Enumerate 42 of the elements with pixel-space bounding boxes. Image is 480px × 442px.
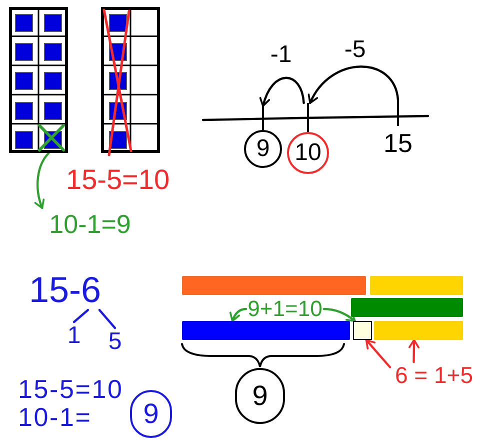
circled-number: 9 xyxy=(244,130,282,168)
number: 1 xyxy=(64,322,84,350)
circled-number: 10 xyxy=(287,132,329,174)
branch-line xyxy=(98,308,116,330)
counter xyxy=(44,102,62,120)
curved-arrow xyxy=(34,152,50,210)
number-label: 15 xyxy=(382,127,414,160)
number: 5 xyxy=(104,328,126,356)
counter xyxy=(44,43,62,62)
equation: 15-5=10 xyxy=(18,376,124,402)
leader-arrow xyxy=(322,308,356,322)
equation: 10-1= xyxy=(18,404,92,430)
leader-arrow xyxy=(230,308,248,322)
jump-arrow xyxy=(260,76,305,108)
counter xyxy=(44,72,62,90)
equation: 15-5=10 xyxy=(66,166,170,194)
leader-arrow xyxy=(408,338,420,364)
equation: 9+1=10 xyxy=(246,298,324,320)
model-bar xyxy=(182,276,366,295)
expression: 15-6 xyxy=(24,270,106,310)
jump-arrow xyxy=(308,66,400,104)
circled-number: 9 xyxy=(130,390,172,438)
branch-line xyxy=(72,308,90,324)
circled-number: 9 xyxy=(235,368,285,424)
equation: 6 = 1+5 xyxy=(390,362,478,388)
model-bar xyxy=(370,276,463,295)
counter xyxy=(15,14,33,32)
leader-arrow xyxy=(365,338,392,368)
counter xyxy=(15,130,33,149)
counter xyxy=(15,43,33,62)
counter xyxy=(109,14,127,32)
equation: 10-1=9 xyxy=(38,208,142,240)
counter xyxy=(15,72,33,90)
crossed-out-counter xyxy=(38,124,65,153)
model-bar xyxy=(374,321,463,340)
model-bar xyxy=(351,298,463,317)
counter xyxy=(15,102,33,120)
model-bar xyxy=(182,321,350,340)
ten-frame xyxy=(9,7,68,153)
unit-block xyxy=(353,321,372,340)
counter xyxy=(44,14,62,32)
ten-frame xyxy=(101,7,160,153)
